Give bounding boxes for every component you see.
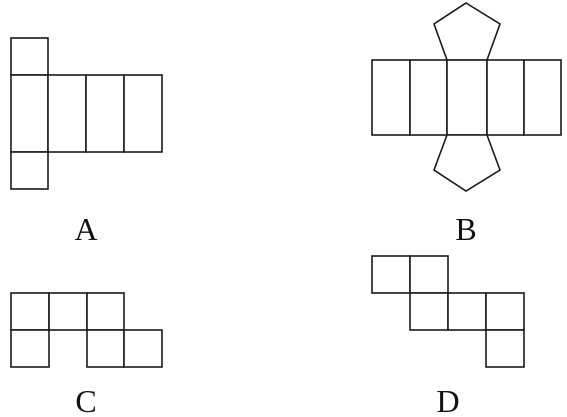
net-c-square-5: [86, 329, 125, 368]
net-option-c: [10, 292, 163, 368]
option-d-label: D: [436, 383, 459, 417]
option-c-label: C: [75, 383, 96, 417]
net-d-square-3: [409, 292, 449, 331]
net-a-face-4: [123, 74, 163, 153]
net-a-face-2: [47, 74, 87, 153]
net-c-square-6: [123, 329, 163, 368]
option-b-label: B: [455, 211, 476, 247]
net-option-a: [10, 37, 163, 190]
net-d-square-2: [409, 255, 449, 294]
net-b-top-pentagon: [433, 2, 501, 61]
net-b-face-1: [371, 59, 411, 136]
net-b-face-5: [523, 59, 562, 136]
net-a-top-square: [10, 37, 49, 76]
net-d-square-5: [485, 292, 525, 331]
option-a-label: A: [74, 211, 97, 247]
net-option-d: [371, 255, 525, 368]
net-c-square-4: [10, 329, 50, 368]
net-c-square-2: [48, 292, 88, 331]
net-d-square-6: [485, 329, 525, 368]
net-a-face-1: [10, 74, 49, 153]
net-option-b: [371, 2, 562, 192]
net-d-square-1: [371, 255, 411, 294]
net-b-bottom-pentagon: [433, 134, 501, 192]
net-b-face-3: [446, 59, 488, 136]
net-d-square-4: [447, 292, 487, 331]
net-a-bottom-square: [10, 151, 49, 190]
net-b-face-4: [486, 59, 525, 136]
net-c-square-3: [86, 292, 125, 331]
net-c-square-1: [10, 292, 50, 331]
net-a-face-3: [85, 74, 125, 153]
net-b-face-2: [409, 59, 448, 136]
